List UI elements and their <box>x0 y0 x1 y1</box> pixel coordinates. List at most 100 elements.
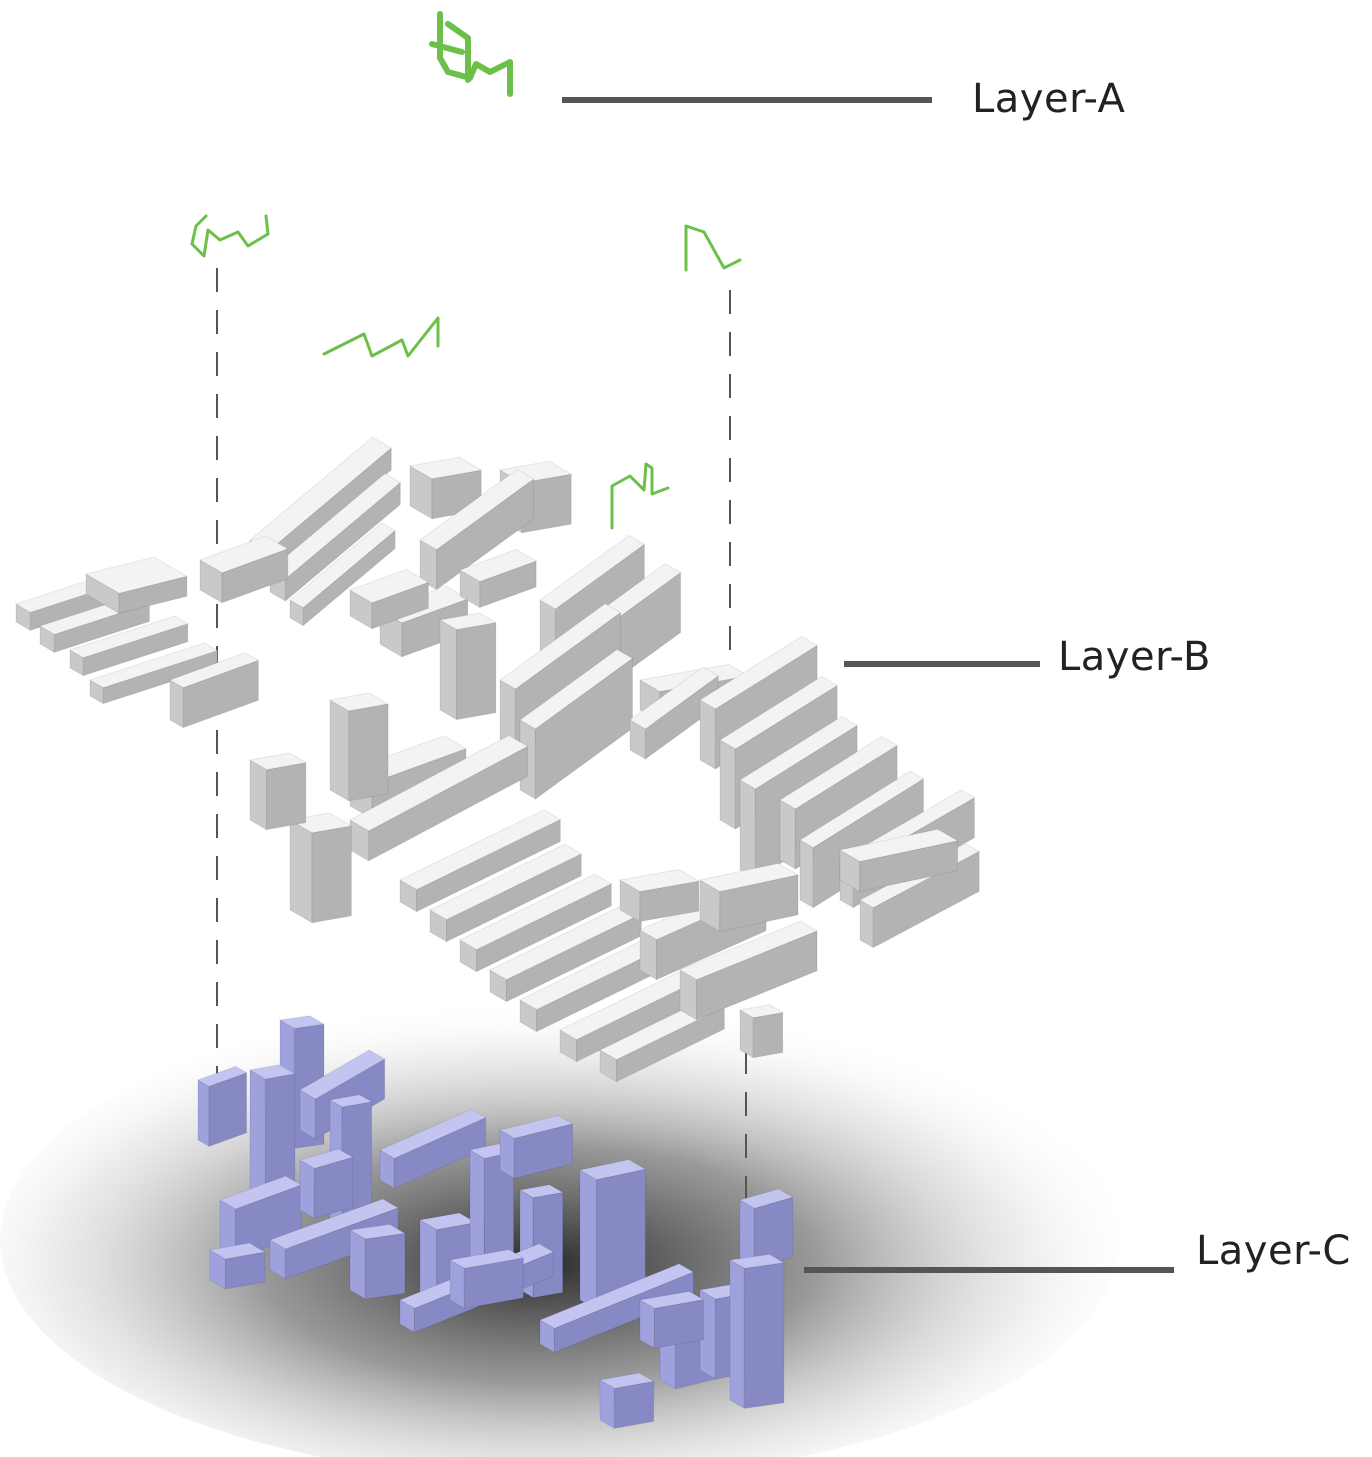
dashed-guides <box>216 268 747 1220</box>
layer-c-block <box>208 1242 267 1260</box>
layer-c-block <box>518 1184 565 1199</box>
layer-c-block <box>728 1253 786 1269</box>
layer-b-block <box>859 899 874 949</box>
layer-c-block <box>753 1196 794 1269</box>
layer-b-block <box>698 862 800 893</box>
layer-b-block <box>779 799 796 870</box>
layer-b-block <box>348 568 430 604</box>
layer-b-block <box>248 752 308 771</box>
layer-a-top-fragment <box>429 11 513 97</box>
layer-b-block <box>739 1009 754 1059</box>
layer-c-block <box>299 1159 315 1220</box>
layer-c-block <box>469 1149 485 1270</box>
layer-c-block <box>348 1223 407 1240</box>
layer-b-block <box>289 819 313 924</box>
layer-c-block <box>313 1156 354 1219</box>
layer-c-block <box>729 1259 745 1410</box>
layer-b-block <box>419 468 535 551</box>
layer-b-block <box>752 1011 784 1059</box>
layer-b-block <box>799 839 814 909</box>
layer-b-block <box>458 873 613 951</box>
layer-c-block <box>638 1290 705 1309</box>
layer-b-block <box>82 622 189 677</box>
layer-b-block <box>284 481 401 603</box>
layer-b-block <box>458 548 538 583</box>
layer-b-block <box>348 734 529 832</box>
layer-c-block <box>208 1072 248 1148</box>
layer-c-block <box>268 1198 400 1250</box>
layer-b-block <box>84 556 189 594</box>
layer-b-block <box>779 735 899 810</box>
layer-b-block <box>719 739 736 830</box>
layer-b-block <box>719 675 839 750</box>
layer-b-block <box>699 699 716 770</box>
layer-b-block <box>799 770 925 849</box>
layer-c-block <box>738 1188 795 1209</box>
layer-c-block <box>579 1169 597 1311</box>
layer-b-block <box>329 699 350 802</box>
layer-b-block <box>699 635 819 710</box>
layer-b-block <box>408 456 483 480</box>
layer-b-block <box>678 920 819 981</box>
layer-c-block <box>743 1262 785 1409</box>
layer-b-block <box>739 715 859 790</box>
layer-c-block <box>349 1229 366 1300</box>
layer-c-block <box>364 1232 406 1300</box>
layer-a-fragment-left <box>190 214 270 258</box>
layer-b-block <box>249 759 267 831</box>
layer-a-geometry <box>190 11 742 530</box>
layer-b-block <box>519 648 634 730</box>
layer-c-block <box>278 1015 326 1029</box>
layer-c-block <box>298 1148 355 1169</box>
layer-b-block <box>499 602 622 690</box>
layer-c-block <box>538 1263 695 1329</box>
layer-b-block <box>696 930 818 1021</box>
layer-c-block <box>578 1159 647 1181</box>
layer-b-block <box>476 883 612 973</box>
layer-c-label: Layer-C <box>1196 1228 1351 1274</box>
layer-b-block <box>88 642 219 689</box>
layer-b-block <box>348 703 389 802</box>
layer-b-block <box>859 840 959 893</box>
layer-b-block <box>719 874 799 933</box>
layer-b-block <box>198 535 289 574</box>
layer-b-block <box>439 619 457 721</box>
layer-a-label: Layer-A <box>972 76 1126 122</box>
layer-b-block <box>629 666 720 730</box>
layer-b-block <box>456 622 497 721</box>
layer-b-block <box>739 779 756 880</box>
layer-b-block <box>289 522 396 609</box>
layer-b-block <box>169 679 184 729</box>
layer-b-block <box>328 692 390 712</box>
layer-b-block <box>168 652 260 689</box>
layer-b-block <box>398 809 562 891</box>
layer-b-geometry <box>14 436 981 1083</box>
layer-c-block <box>378 1108 487 1159</box>
layer-b-block <box>539 534 646 610</box>
layer-b-block <box>428 843 583 921</box>
layer-b-block <box>618 869 701 893</box>
layer-c-block <box>598 1372 656 1389</box>
layer-b-block <box>838 828 959 863</box>
layer-b-block <box>446 853 582 943</box>
layer-c-block <box>613 1380 655 1429</box>
layer-c-block <box>299 1049 386 1100</box>
layer-b-label: Layer-B <box>1058 634 1211 680</box>
layer-c-block <box>448 1249 525 1269</box>
layer-c-block <box>197 1079 210 1148</box>
layer-c-block <box>653 1299 705 1349</box>
layer-a-fragment-center <box>610 462 670 530</box>
layer-b-block <box>221 548 289 604</box>
layer-c-block <box>196 1065 248 1087</box>
layer-c-block <box>248 1064 297 1080</box>
layer-b-block <box>436 478 535 591</box>
layer-b-block <box>68 615 190 659</box>
layer-c-block <box>328 1094 374 1108</box>
layer-b-block <box>311 825 352 924</box>
layer-b-block <box>53 602 150 654</box>
layer-c-block <box>498 1114 574 1139</box>
layer-a-fragment-zigzag <box>322 316 440 358</box>
layer-b-block <box>266 762 307 831</box>
layer-b-block <box>738 1004 785 1019</box>
